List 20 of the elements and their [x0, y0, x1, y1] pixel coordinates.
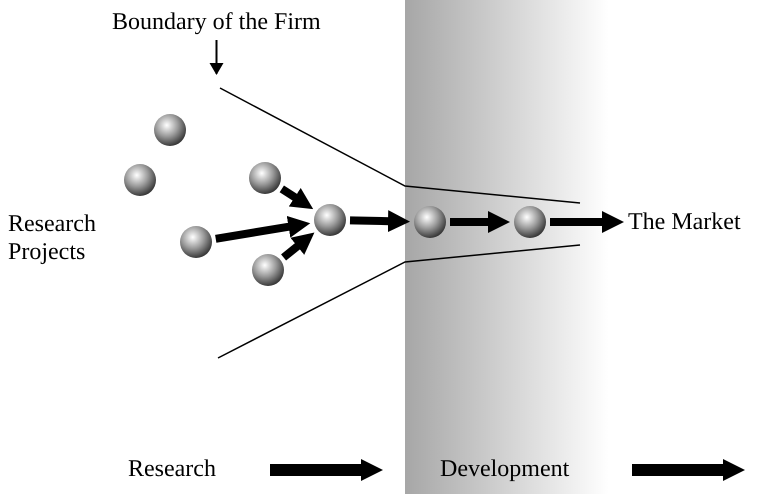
leader-arrow	[210, 40, 224, 75]
stage-label: Development	[440, 455, 570, 483]
sphere	[252, 254, 284, 286]
sphere	[124, 164, 156, 196]
arrow	[280, 186, 314, 210]
sphere	[249, 162, 281, 194]
arrow	[350, 210, 410, 232]
sphere	[314, 204, 346, 236]
node-label: The Market	[628, 208, 741, 236]
arrow	[215, 216, 310, 243]
node-label: Boundary of the Firm	[112, 8, 321, 36]
arrow	[450, 211, 510, 233]
sphere	[514, 206, 546, 238]
sphere	[180, 226, 212, 258]
stage-label: Research	[128, 455, 216, 483]
sphere	[414, 206, 446, 238]
side-label: Research Projects	[8, 210, 97, 266]
arrow	[550, 211, 624, 233]
arrow	[281, 232, 314, 261]
sphere	[154, 114, 186, 146]
